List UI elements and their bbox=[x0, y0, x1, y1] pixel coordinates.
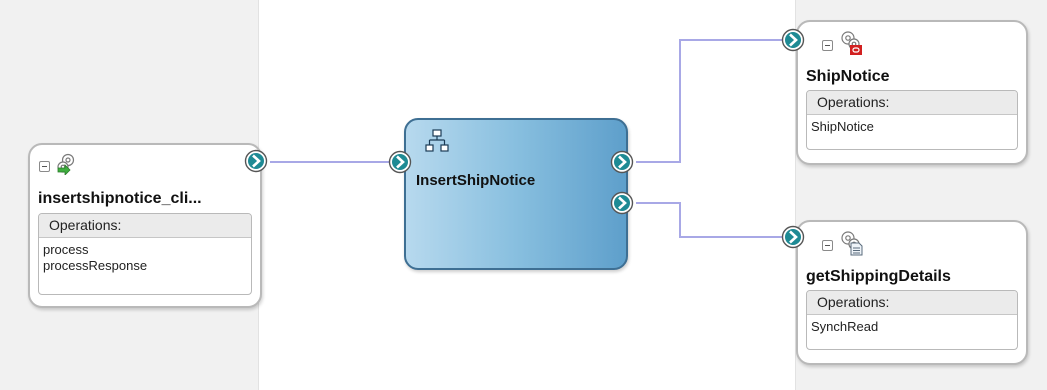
component-title: InsertShipNotice bbox=[416, 172, 536, 189]
operation-item[interactable]: processResponse bbox=[43, 258, 148, 273]
collapse-toggle-icon[interactable] bbox=[822, 240, 833, 251]
getshippingdetails-operations-box: Operations: SynchRead bbox=[806, 290, 1018, 350]
shipnotice-card-header bbox=[822, 30, 864, 61]
gear-arrow-icon bbox=[55, 153, 79, 180]
getshippingdetails-card-header bbox=[822, 230, 864, 261]
reference-getshippingdetails-card[interactable]: getShippingDetails Operations: SynchRead bbox=[796, 220, 1028, 365]
component-reference-port-2[interactable] bbox=[610, 191, 634, 215]
gear-file-adapter-icon bbox=[838, 230, 864, 261]
client-service-port[interactable] bbox=[244, 149, 268, 173]
shipnotice-operations-box: Operations: ShipNotice bbox=[806, 90, 1018, 150]
client-title: insertshipnotice_cli... bbox=[38, 190, 202, 207]
operations-list: process processResponse bbox=[39, 238, 251, 274]
operation-item[interactable]: process bbox=[43, 242, 89, 257]
service-client-card[interactable]: insertshipnotice_cli... Operations: proc… bbox=[28, 143, 262, 308]
operations-list: ShipNotice bbox=[807, 115, 1017, 135]
wire-component-to-getshippingdetails[interactable] bbox=[636, 202, 786, 238]
client-operations-box: Operations: process processResponse bbox=[38, 213, 252, 295]
shipnotice-title: ShipNotice bbox=[806, 68, 890, 85]
getshippingdetails-reference-port[interactable] bbox=[781, 225, 805, 249]
operations-header: Operations: bbox=[807, 291, 1017, 315]
reference-shipnotice-card[interactable]: ShipNotice Operations: ShipNotice bbox=[796, 20, 1028, 165]
operations-header: Operations: bbox=[39, 214, 251, 238]
component-service-port[interactable] bbox=[388, 150, 412, 174]
wire-component-to-shipnotice[interactable] bbox=[636, 39, 786, 163]
mediator-flow-icon bbox=[424, 129, 450, 160]
operations-header: Operations: bbox=[807, 91, 1017, 115]
mediator-component[interactable]: InsertShipNotice bbox=[404, 118, 628, 270]
operation-item[interactable]: SynchRead bbox=[811, 319, 879, 334]
operation-item[interactable]: ShipNotice bbox=[811, 119, 874, 134]
shipnotice-reference-port[interactable] bbox=[781, 28, 805, 52]
component-reference-port-1[interactable] bbox=[610, 150, 634, 174]
client-card-header bbox=[39, 153, 79, 180]
collapse-toggle-icon[interactable] bbox=[822, 40, 833, 51]
gear-oracle-adapter-icon bbox=[838, 30, 864, 61]
getshippingdetails-title: getShippingDetails bbox=[806, 268, 951, 285]
collapse-toggle-icon[interactable] bbox=[39, 161, 50, 172]
operations-list: SynchRead bbox=[807, 315, 1017, 335]
